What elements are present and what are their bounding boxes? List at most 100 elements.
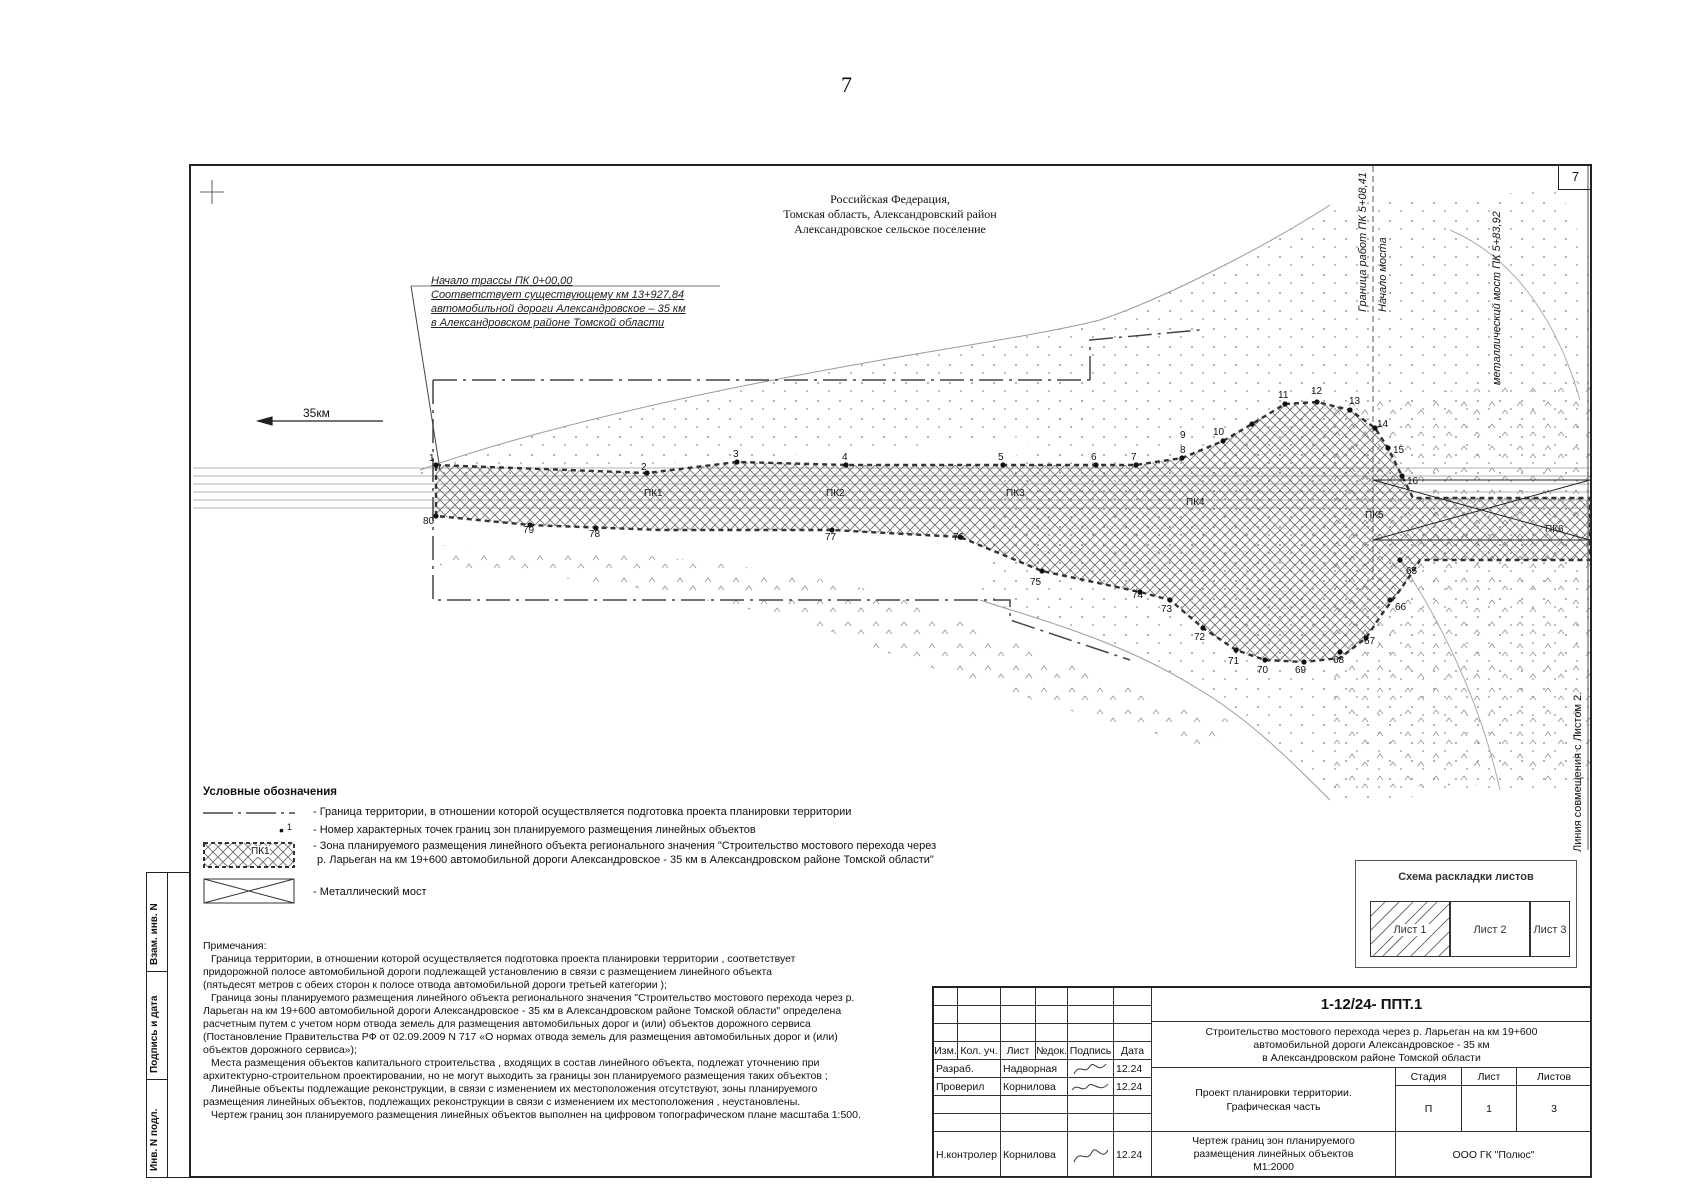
stamp-cell-label: Подпись и дата — [149, 995, 160, 1073]
tb-cell — [1036, 1024, 1068, 1042]
point-label: 6 — [1091, 452, 1097, 463]
tb-header: Дата — [1114, 1042, 1152, 1060]
point-marker — [1397, 557, 1403, 563]
tb-cell — [958, 988, 1001, 1006]
zone-sample-label: ПК1 — [251, 846, 270, 857]
drawing-title-line: М1:2000 — [1253, 1161, 1294, 1173]
left-stamp: Взам. инв. N Подпись и дата Инв. N подл. — [146, 872, 168, 1178]
route-start-leader — [410, 285, 441, 471]
direction-label: 35км — [303, 406, 330, 420]
tb-header: №док. — [1036, 1042, 1068, 1060]
tb-role: Проверил — [934, 1078, 1001, 1096]
point-label: 12 — [1311, 386, 1323, 397]
tb-cell — [1068, 988, 1114, 1006]
point-label: 1 — [429, 453, 435, 464]
note-line: Граница зоны планируемого размещения лин… — [211, 992, 855, 1004]
title-block: Изм. Кол. уч. Лист №док. Подпись Дата Ра… — [932, 986, 1592, 1178]
tb-cell — [958, 1024, 1001, 1042]
sheet-header: Лист — [1462, 1068, 1517, 1086]
scheme-sheet-3: Лист 3 — [1530, 901, 1570, 957]
point-label: 78 — [589, 529, 601, 540]
note-line: придорожной полосе автомобильной дороги … — [203, 966, 772, 978]
metal-bridge-label: металлический мост ПК 5+83,92 — [1491, 211, 1503, 385]
point-label: 77 — [825, 532, 837, 543]
match-line-label: Линия совмещения с Листом 2. — [1572, 691, 1584, 852]
tb-cell — [1114, 1114, 1152, 1132]
notes-title: Примечания: — [203, 940, 267, 952]
point-marker — [843, 462, 849, 468]
point-sample-dot: • — [279, 822, 284, 838]
signature-cell — [1068, 1078, 1114, 1096]
stamp-cell-label: Инв. N подл. — [149, 1108, 160, 1171]
scheme-sheet-label: Лист 3 — [1533, 924, 1567, 936]
point-marker — [1249, 421, 1255, 427]
point-marker — [1137, 589, 1143, 595]
point-marker — [1372, 425, 1378, 431]
point-marker — [1179, 455, 1185, 461]
scheme-sheet-label: Лист 2 — [1473, 924, 1507, 936]
route-note-line: автомобильной дороги Александровское – 3… — [431, 303, 686, 315]
point-marker — [1314, 399, 1320, 405]
note-line: Места размещения объектов капитального с… — [211, 1057, 820, 1069]
tb-date: 12.24 — [1114, 1060, 1152, 1078]
tb-cell — [1001, 1114, 1068, 1132]
point-marker — [1093, 462, 1099, 468]
scheme-sheet-1: Лист 1 — [1370, 901, 1450, 957]
direction-arrow — [255, 416, 383, 426]
signature-icon — [1071, 1083, 1109, 1091]
legend-item-point: • 1 - Номер характерных точек границ зон… — [203, 822, 963, 840]
point-label: 15 — [1393, 445, 1405, 456]
point-marker — [1200, 625, 1206, 631]
tb-cell — [1114, 1024, 1152, 1042]
route-note-line: в Александровском районе Томской области — [431, 317, 665, 329]
tb-cell — [958, 1006, 1001, 1024]
document-title-line: Проект планировки территории. — [1195, 1087, 1352, 1099]
point-label: 11 — [1278, 390, 1289, 401]
signature-cell — [1068, 1132, 1114, 1178]
tb-cell — [934, 1096, 1001, 1114]
point-label: 69 — [1295, 665, 1307, 676]
route-start-note: Начало трассы ПК 0+00,00 Соответствует с… — [431, 274, 686, 330]
scheme-sheet-2: Лист 2 — [1450, 901, 1530, 957]
signature-icon — [1073, 1149, 1109, 1163]
point-label: 74 — [1132, 590, 1144, 601]
characteristic-points — [433, 399, 1405, 665]
point-marker — [1385, 445, 1391, 451]
tb-cell — [1036, 1006, 1068, 1024]
point-label: 72 — [1194, 632, 1206, 643]
document-code: 1-12/24- ППТ.1 — [1152, 988, 1592, 1022]
tb-cell — [934, 1024, 958, 1042]
point-marker — [1262, 657, 1268, 663]
legend-text: р. Ларьеган на км 19+600 автомобильной д… — [317, 854, 934, 866]
tb-cell — [1068, 1096, 1114, 1114]
tb-cell — [934, 1114, 1001, 1132]
header-line: Александровское сельское поселение — [794, 222, 986, 236]
header-line: Томская область, Александровский район — [783, 207, 997, 221]
point-label: 14 — [1377, 419, 1389, 430]
tb-name: Надворная — [1001, 1060, 1068, 1078]
point-label: 67 — [1364, 636, 1376, 647]
company-name: ООО ГК "Полюс" — [1396, 1132, 1592, 1178]
point-marker — [1347, 407, 1353, 413]
point-marker — [1039, 568, 1045, 574]
pk-label: ПК4 — [1186, 497, 1205, 508]
tb-cell — [1001, 1096, 1068, 1114]
tb-name: Корнилова — [1001, 1078, 1068, 1096]
point-sample-number: 1 — [287, 822, 293, 832]
pk-label: ПК5 — [1365, 510, 1384, 521]
route-note-line: Начало трассы ПК 0+00,00 — [431, 275, 573, 287]
territory-boundary — [432, 329, 1201, 661]
scheme-title: Схема раскладки листов — [1398, 871, 1534, 883]
note-line: (Постановление Правительства РФ от 02.09… — [203, 1031, 838, 1043]
note-line: объектов дорожного сервиса»); — [203, 1044, 357, 1056]
point-label: 68 — [1333, 655, 1345, 666]
drawing-title-line: Чертеж границ зон планируемого — [1192, 1135, 1355, 1147]
tb-date: 12.24 — [1114, 1132, 1152, 1178]
pk-label: ПК2 — [826, 488, 845, 499]
tb-cell — [934, 1006, 958, 1024]
point-label: 16 — [1407, 476, 1419, 487]
point-label: 80 — [423, 516, 435, 527]
point-label: 8 — [1180, 445, 1186, 456]
point-label: 79 — [523, 525, 535, 536]
